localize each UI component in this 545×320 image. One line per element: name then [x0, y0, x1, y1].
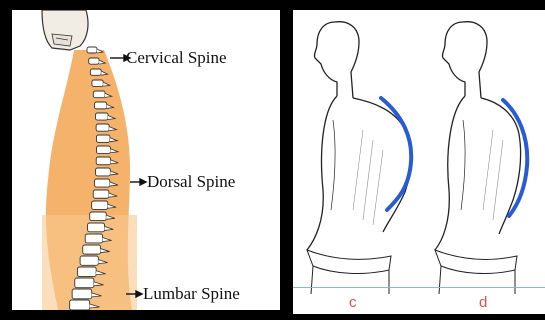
vertebra: [75, 278, 94, 288]
vertebra: [85, 234, 102, 243]
spine-curve-d: [503, 100, 527, 216]
label-cervical-spine: Cervical Spine: [126, 48, 227, 68]
label-d: d: [479, 294, 487, 311]
vertebra: [88, 223, 105, 232]
spine-illustration: Cervical Spine Dorsal Spine Lumbar Spine: [12, 10, 280, 310]
label-lumbar-spine: Lumbar Spine: [143, 284, 240, 304]
vertebra: [93, 190, 109, 198]
vertebra: [77, 267, 96, 276]
vertebra: [90, 69, 101, 75]
vertebra: [72, 289, 92, 299]
skull-icon: [42, 10, 88, 50]
vertebra: [89, 58, 99, 64]
vertebra: [96, 168, 111, 176]
vertebra: [83, 245, 101, 254]
vertebra: [95, 113, 108, 120]
vertebra: [92, 80, 103, 87]
left-panel-frame: Cervical Spine Dorsal Spine Lumbar Spine: [0, 0, 289, 320]
vertebra: [95, 102, 107, 109]
right-panel-frame: c d: [289, 0, 545, 320]
vertebra: [95, 179, 110, 187]
posture-figure-c: [307, 22, 411, 294]
vertebra: [90, 212, 107, 221]
posture-figure-d: [435, 22, 521, 294]
vertebra: [96, 157, 110, 165]
label-divider-line: [293, 287, 545, 288]
vertebra: [97, 146, 111, 154]
vertebra: [93, 91, 105, 98]
vertebra: [80, 256, 98, 265]
vertebra: [92, 201, 108, 209]
posture-comparison-illustration: c d: [293, 10, 545, 314]
vertebra: [96, 124, 109, 131]
posture-figures-drawing: [293, 10, 545, 314]
vertebra: [96, 135, 109, 142]
vertebra: [70, 300, 90, 310]
spine-curve-c: [381, 98, 411, 210]
label-dorsal-spine: Dorsal Spine: [147, 172, 235, 192]
vertebra: [87, 47, 97, 53]
label-c: c: [349, 294, 357, 311]
